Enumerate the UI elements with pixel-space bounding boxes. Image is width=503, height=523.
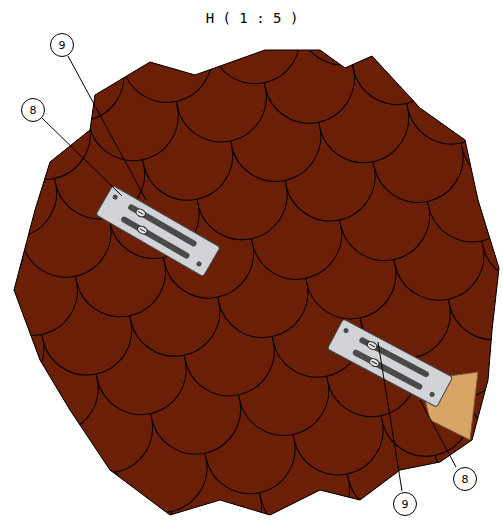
roof-tile bbox=[93, 0, 200, 13]
roof-tile bbox=[378, 0, 485, 55]
roof-tile bbox=[360, 514, 467, 523]
roof-tile bbox=[0, 510, 6, 523]
roof-tile bbox=[0, 139, 65, 246]
roof-tile bbox=[482, 437, 503, 523]
roof-tile bbox=[432, 0, 503, 94]
roof-tile bbox=[398, 46, 503, 153]
roof-tile bbox=[0, 100, 11, 207]
view-title: H ( 1 : 5 ) bbox=[206, 10, 299, 26]
roof-tile bbox=[0, 0, 23, 50]
roof-tile bbox=[5, 0, 112, 32]
roof-tile bbox=[0, 451, 39, 523]
roof-tile bbox=[290, 0, 397, 73]
roof-tile bbox=[0, 354, 19, 461]
roof-tile bbox=[0, 393, 73, 500]
roof-tile bbox=[323, 0, 430, 15]
roof-tile bbox=[114, 4, 221, 111]
mounting-bracket bbox=[96, 185, 220, 276]
roof-tile bbox=[448, 495, 503, 523]
callout-number: 9 bbox=[50, 33, 74, 57]
roof-tile bbox=[129, 512, 236, 523]
callout-number: 9 bbox=[393, 492, 417, 516]
leader-lines bbox=[42, 56, 456, 491]
roof-tile bbox=[486, 27, 503, 134]
roof-tile bbox=[202, 0, 309, 92]
roof-tile bbox=[0, 41, 44, 148]
roof-tile bbox=[344, 6, 451, 113]
callout-number: 8 bbox=[21, 98, 45, 122]
mounting-bracket bbox=[327, 319, 452, 407]
roof-tile bbox=[147, 0, 254, 53]
callout-number: 8 bbox=[453, 467, 477, 491]
roof-tile bbox=[0, 491, 94, 523]
roof-tile bbox=[0, 0, 78, 90]
roof-tile bbox=[59, 0, 166, 71]
roof-tile bbox=[466, 0, 503, 36]
